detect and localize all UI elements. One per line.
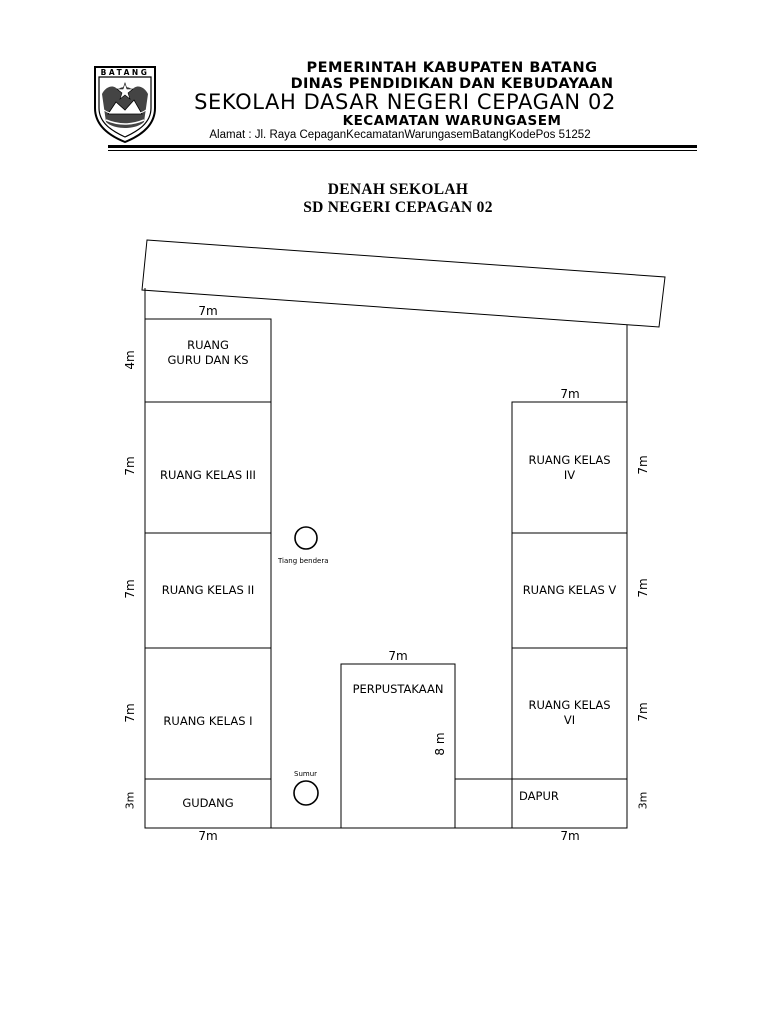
room-kitchen-box [511,778,628,829]
flagpole-label: Tiang bendera [278,557,329,565]
well-label: Sumur [294,770,318,778]
district-name: KECAMATAN WARUNGASEM [342,113,562,129]
room-storage-label: GUDANG [182,796,234,810]
room-library-box [340,663,456,829]
plan-subtitle: SD NEGERI CEPAGAN 02 [303,199,493,216]
plan-title: DENAH SEKOLAH [327,181,469,198]
dim-library-width: 7m [388,649,408,663]
well-marker [293,780,319,806]
batang-regency-seal: BATANG [94,66,156,144]
dim-class6-height: 7m [636,702,650,722]
flagpole-marker [294,526,318,550]
dim-storage-height: 3m [123,791,137,810]
dim-left-bottom-width: 7m [198,829,218,843]
school-address: Alamat : Jl. Raya CepaganKecamatanWarung… [209,129,591,141]
dim-right-top-width: 7m [560,387,580,401]
dim-class1-height: 7m [123,703,137,723]
dim-class3-height: 7m [123,456,137,476]
dim-class4-height: 7m [636,455,650,475]
dim-class5-height: 7m [636,578,650,598]
room-class1-label: RUANG KELAS I [163,714,253,728]
school-name: SEKOLAH DASAR NEGERI CEPAGAN 02 [194,90,616,114]
room-storage-box [144,778,272,829]
room-class5-label: RUANG KELAS V [522,583,617,597]
department-name: DINAS PENDIDIKAN DAN KEBUDAYAAN [290,76,614,92]
dim-right-bottom-width: 7m [560,829,580,843]
dim-teachers-height: 4m [123,350,137,370]
svg-text:BATANG: BATANG [101,68,150,77]
header-rule-thick [108,145,697,148]
government-name: PEMERINTAH KABUPATEN BATANG [306,60,598,76]
dim-library-height: 8 m [433,732,447,756]
header-rule-thin [108,149,697,151]
room-class3-label: RUANG KELAS III [160,468,256,482]
front-building [141,239,666,328]
room-class2-label: RUANG KELAS II [161,583,255,597]
room-kitchen-label: DAPUR [519,789,559,803]
dim-class2-height: 7m [123,579,137,599]
dim-left-top-width: 7m [198,304,218,318]
dim-kitchen-height: 3m [636,791,650,810]
room-library-label: PERPUSTAKAAN [352,682,444,696]
